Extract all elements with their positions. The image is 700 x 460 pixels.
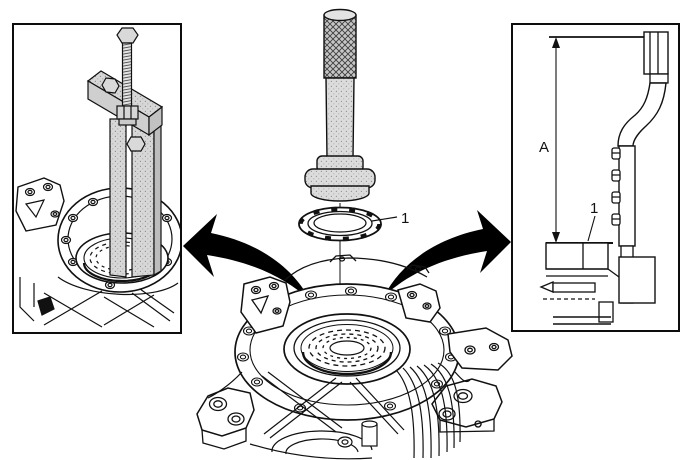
installed-seal-section	[545, 242, 609, 270]
housing-right-ear	[397, 283, 513, 371]
housing-left-foot	[196, 387, 255, 450]
forcing-screw-head	[116, 27, 139, 44]
section-callout: 1	[587, 200, 598, 242]
callout-leader-line	[587, 215, 596, 242]
dimension-arrow-down-icon	[552, 232, 560, 243]
callout-1-label: 1	[401, 210, 409, 227]
driver-shaft	[325, 77, 355, 159]
housing-left-ear	[240, 276, 291, 334]
housing-section	[539, 242, 656, 325]
seal-ring: 1	[298, 206, 409, 242]
inset-panel-install-depth: A	[511, 23, 680, 332]
seal-driver-tool	[304, 8, 376, 362]
callout-leader-line	[371, 216, 398, 222]
driver-top-face	[323, 8, 357, 22]
dimension-arrow-up-icon	[552, 37, 560, 48]
crossbar-bolt	[101, 77, 120, 94]
inset-panel-seal-removal	[12, 23, 182, 334]
seal-removal-illustration	[15, 27, 180, 328]
housing-cross-ribs	[207, 371, 471, 460]
dimension-a-label: A	[539, 139, 549, 156]
forcing-screw-nut	[116, 105, 139, 120]
forcing-screw-thread	[121, 42, 133, 107]
install-depth-illustration: A	[539, 31, 669, 325]
curved-arrow-left-icon	[183, 214, 310, 300]
housing-cooling-ribs	[395, 362, 461, 459]
crossbar-bolt	[126, 136, 146, 152]
puller-leg	[109, 118, 127, 278]
section-ribs	[611, 147, 621, 226]
housing-bore	[283, 313, 411, 385]
panel-housing-ribs	[19, 276, 179, 328]
callout-1-label: 1	[590, 200, 598, 217]
driver-pilot-base	[310, 185, 370, 202]
driver-knurled-grip	[323, 14, 357, 79]
dimension-a: A	[539, 36, 648, 243]
curved-arrow-right-icon	[384, 210, 511, 296]
panel-housing-ear	[15, 177, 65, 232]
seal-notched-rim	[298, 206, 382, 242]
seal-puller-tool	[86, 27, 164, 278]
transmission-housing	[196, 254, 513, 460]
